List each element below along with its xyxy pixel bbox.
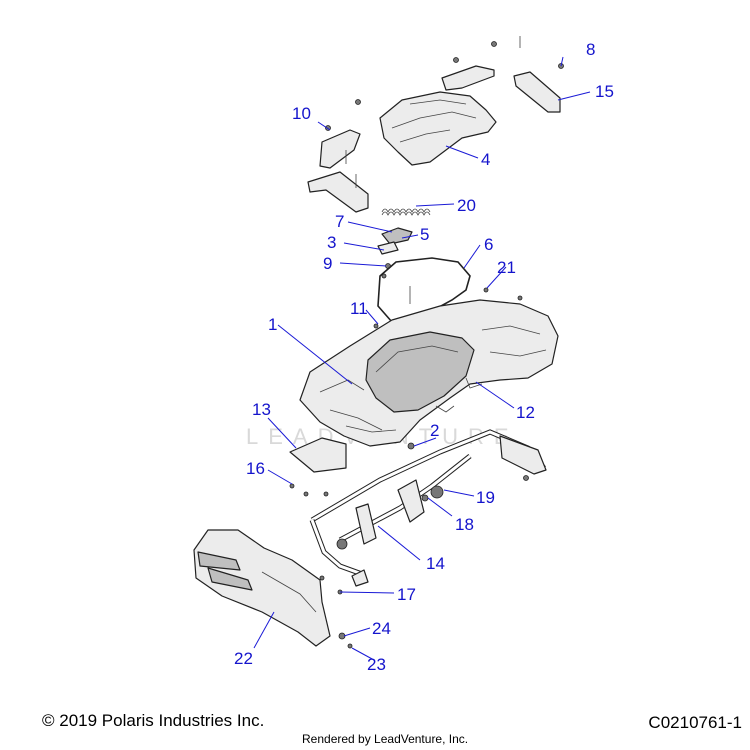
latch-assembly — [377, 227, 413, 279]
callout-23: 23 — [367, 655, 386, 674]
diagram-number: C0210761-1 — [648, 713, 742, 732]
callout-10: 10 — [292, 104, 311, 123]
callout-9: 9 — [323, 254, 332, 273]
hinge-brackets-left — [307, 125, 369, 213]
closeout-panel-drawing — [289, 437, 415, 497]
callout-22: 22 — [234, 649, 253, 668]
callout-4: 4 — [481, 150, 490, 169]
callout-6: 6 — [484, 235, 493, 254]
callout-18: 18 — [455, 515, 474, 534]
callout-labels: 8 15 10 4 20 7 5 3 9 6 21 11 1 12 13 2 1… — [234, 40, 614, 674]
callout-24: 24 — [372, 619, 391, 638]
callout-19: 19 — [476, 488, 495, 507]
callout-2: 2 — [430, 421, 439, 440]
rear-rack-drawing — [299, 299, 559, 447]
hinge-brackets-top — [355, 36, 564, 113]
spring-drawing — [381, 208, 431, 216]
callout-5: 5 — [420, 225, 429, 244]
storage-lid-drawing — [379, 91, 497, 166]
rendered-by-text: Rendered by LeadVenture, Inc. — [302, 732, 469, 746]
callout-3: 3 — [327, 233, 336, 252]
copyright-text: © 2019 Polaris Industries Inc. — [42, 711, 265, 730]
leader-lines — [253, 56, 591, 661]
callout-14: 14 — [426, 554, 445, 573]
fender-panel-drawing — [193, 529, 353, 649]
callout-8: 8 — [586, 40, 595, 59]
callout-15: 15 — [595, 82, 614, 101]
callout-11: 11 — [350, 299, 368, 318]
callout-21: 21 — [497, 258, 516, 277]
callout-12: 12 — [516, 403, 535, 422]
callout-17: 17 — [397, 585, 416, 604]
seal-drawing — [373, 257, 523, 329]
rack-frame-drawing — [309, 429, 547, 595]
callout-20: 20 — [457, 196, 476, 215]
callout-7: 7 — [335, 212, 344, 231]
callout-16: 16 — [246, 459, 265, 478]
callout-1: 1 — [268, 315, 277, 334]
callout-13: 13 — [252, 400, 271, 419]
